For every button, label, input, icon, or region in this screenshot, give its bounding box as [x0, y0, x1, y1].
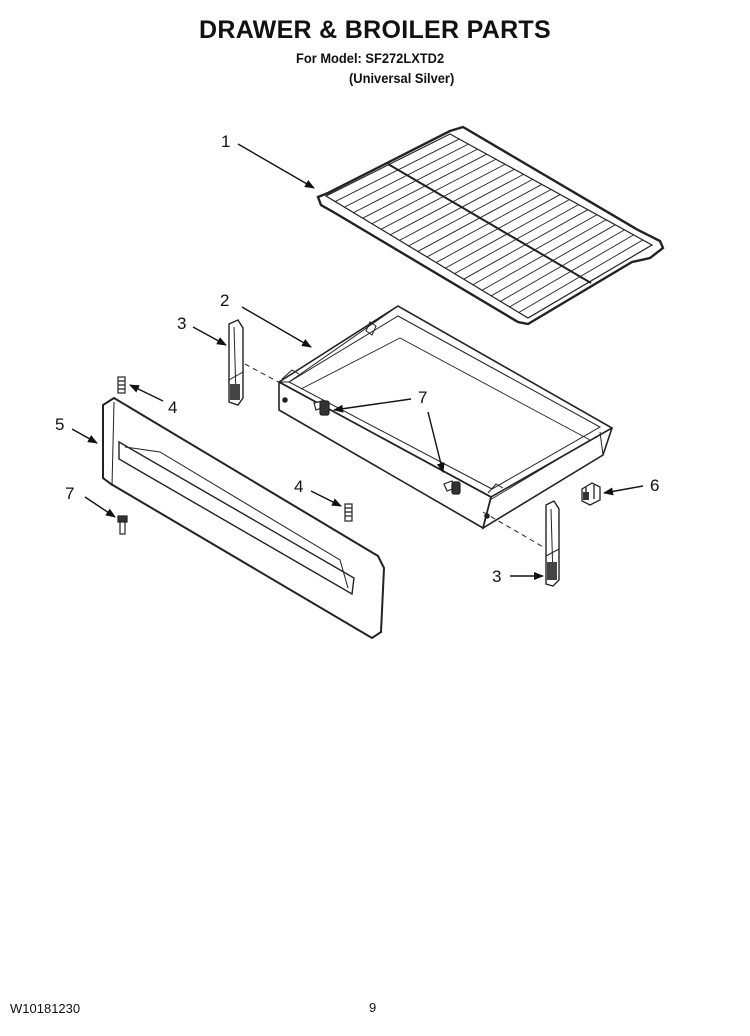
leader-arrows: [71, 143, 644, 580]
drawer-slide-right: [545, 500, 560, 587]
callout-drawer: 2: [220, 291, 229, 310]
callout-slide-left: 3: [177, 314, 186, 333]
variant-line: (Universal Silver): [349, 70, 455, 86]
callout-stud-left: 4: [168, 398, 177, 417]
screw-center: [313, 400, 330, 416]
document-number: W10181230: [10, 1001, 81, 1016]
drawer-slide-left: [228, 319, 244, 406]
stud-right: [344, 503, 353, 522]
callout-screw-left: 7: [65, 484, 74, 503]
drawer-front-panel: [102, 396, 386, 640]
screw-right: [443, 480, 461, 495]
stud-left: [117, 376, 126, 394]
alignment-lines: [244, 363, 546, 549]
broiler-drawer: [277, 305, 614, 530]
callout-stud-right: 4: [294, 477, 303, 496]
page-number: 9: [369, 1000, 377, 1015]
screw-left: [117, 515, 128, 535]
callout-rack: 1: [221, 132, 230, 151]
clip: [581, 482, 601, 506]
page-title: DRAWER & BROILER PARTS: [199, 16, 551, 44]
callout-panel: 5: [55, 415, 64, 434]
model-line: For Model: SF272LXTD2: [296, 50, 445, 66]
callout-slide-right: 3: [492, 567, 501, 586]
callout-clip: 6: [650, 476, 659, 495]
callout-screw-center: 7: [418, 388, 427, 407]
oven-rack: [316, 125, 665, 326]
